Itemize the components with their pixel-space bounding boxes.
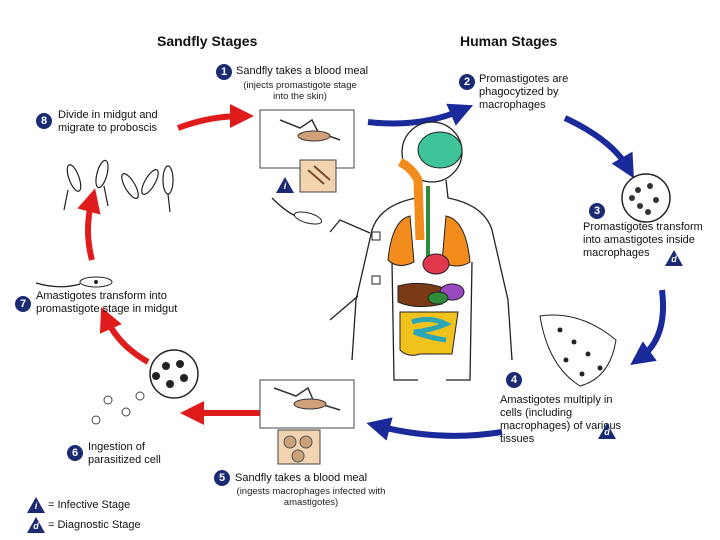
step-1-text: Sandfly takes a blood meal [236, 65, 369, 77]
step-7-text: Amastigotes transform into promastigote … [36, 290, 178, 315]
step-6-badge: 6 [67, 445, 83, 461]
step-8-badge: 8 [36, 113, 52, 129]
airway-illustration [397, 157, 425, 241]
arrow-1-to-2 [367, 103, 474, 127]
lung-left-illustration [387, 215, 415, 266]
arrow-8-to-1 [176, 104, 254, 131]
skin-marker-upper [371, 231, 381, 241]
skin-marker-lower [371, 275, 381, 285]
step-8-text: Divide in midgut and migrate to probosci… [58, 109, 158, 134]
diagnostic-legend-icon: d [27, 517, 45, 533]
infective-legend-label: = Infective Stage [48, 499, 131, 511]
step-4-badge: 4 [506, 372, 522, 388]
injected-promastigote-illustration [271, 197, 323, 225]
step-3-text: Promastigotes transform into amastigotes… [583, 221, 703, 259]
step-5-badge: 5 [214, 470, 230, 486]
heart-illustration [422, 253, 450, 275]
sandfly-stages-header: Sandfly Stages [157, 33, 258, 49]
step-2-badge: 2 [459, 74, 475, 90]
step-4-text: Amastigotes multiply in cells (including… [500, 394, 622, 445]
step-3-badge: 3 [589, 203, 605, 219]
spleen-illustration [427, 291, 449, 305]
step-5-text: Sandfly takes a blood meal [235, 472, 368, 484]
arrow-3-to-4 [630, 289, 666, 365]
diagnostic-stage-marker-4: d [598, 423, 616, 439]
brain-illustration [417, 131, 463, 169]
promastigote-inset [299, 159, 337, 193]
parasitized-cell-illustration [91, 349, 199, 425]
human-stages-header: Human Stages [460, 33, 558, 49]
arrow-7-to-8 [77, 188, 101, 261]
infected-tissue-illustration [539, 314, 617, 387]
dividing-promastigotes-illustration [63, 159, 174, 213]
step-1-subtext: (injects promastigote stage into the ski… [243, 80, 357, 102]
small-intestine-illustration [411, 316, 452, 343]
diagnostic-stage-marker-3: d [665, 250, 683, 266]
arrow-6-to-7 [99, 307, 150, 365]
step-5-subtext: (ingests macrophages infected with amast… [236, 486, 386, 508]
promastigote-midgut-illustration [35, 276, 113, 288]
step-6-text: Ingestion of parasitized cell [88, 441, 161, 466]
step-7-badge: 7 [15, 296, 31, 312]
step-1-badge: 1 [216, 64, 232, 80]
macrophage-illustration [621, 173, 671, 223]
arrow-4-to-5 [366, 417, 503, 441]
diagnostic-legend-label: = Diagnostic Stage [48, 519, 141, 531]
step-2-text: Promastigotes are phagocytized by macrop… [479, 73, 569, 111]
arrow-2-to-3 [563, 115, 634, 179]
infective-legend-icon: i [27, 497, 45, 513]
infective-stage-marker-1: i [276, 177, 294, 193]
